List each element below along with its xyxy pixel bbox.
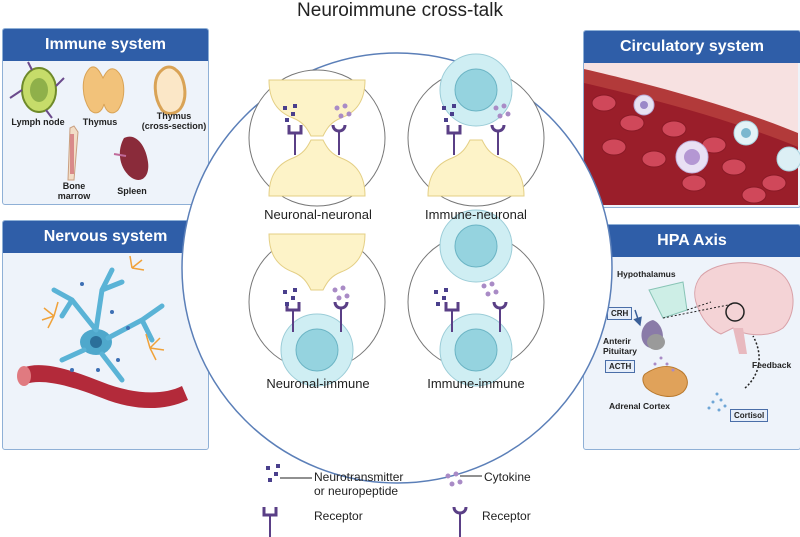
cortisol-label: Cortisol: [730, 409, 769, 422]
spleen-icon: [113, 136, 149, 181]
label-neuronal-neuronal: Neuronal-neuronal: [264, 207, 372, 222]
lymph-node-label: Lymph node: [11, 117, 65, 127]
bone-marrow-label: Bone marrow: [57, 181, 91, 201]
hpa-axis-illustration: [633, 262, 794, 412]
immune-organs-illustration: [9, 61, 187, 181]
nervous-system-header: Nervous system: [3, 221, 208, 253]
adrenal-cortex-label: Adrenal Cortex: [609, 401, 670, 411]
hypothalamus-label: Hypothalamus: [617, 269, 676, 279]
quadrant-neuronal-immune: [248, 233, 386, 387]
nervous-system-illustration: [17, 255, 188, 409]
circulatory-system-header: Circulatory system: [584, 31, 800, 63]
label-immune-neuronal: Immune-neuronal: [425, 207, 527, 222]
immune-system-panel: Immune system: [2, 28, 209, 205]
bone-marrow-icon: [67, 125, 79, 181]
neuron-icon: [51, 267, 165, 383]
page-title: Neuroimmune cross-talk: [297, 0, 503, 21]
legend-neurotransmitter-icon: [266, 464, 280, 482]
thymus-cross-section-icon: [153, 65, 187, 115]
blood-vessel-icon: [17, 365, 188, 409]
crh-label: CRH: [607, 307, 633, 320]
thymus-label: Thymus: [82, 117, 118, 127]
quadrant-immune-neuronal: [407, 53, 545, 207]
pituitary-icon: [641, 320, 665, 350]
glia-icon: [41, 255, 165, 361]
label-immune-immune: Immune-immune: [427, 376, 525, 391]
blood-vessel-illustration: [584, 63, 800, 205]
quadrant-neuronal-neuronal: [248, 69, 386, 207]
spleen-label: Spleen: [117, 186, 147, 196]
thymus-cross-section-label: Thymus (cross-section): [141, 111, 207, 131]
legend-neurotransmitter-label: Neurotransmitter or neuropeptide: [314, 470, 404, 498]
label-neuronal-immune: Neuronal-immune: [266, 376, 370, 391]
thymus-icon: [82, 66, 125, 114]
legend-receptor-v-label: Receptor: [482, 509, 531, 523]
immune-system-header: Immune system: [3, 29, 208, 61]
legend-receptor-icon: [262, 505, 278, 537]
quadrant-immune-immune: [407, 209, 545, 387]
hpa-axis-header: HPA Axis: [584, 225, 800, 257]
adrenal-cortex-icon: [642, 366, 688, 397]
legend-receptor-v-icon: [452, 505, 468, 537]
acth-label: ACTH: [605, 360, 636, 373]
white-blood-cells: [633, 94, 800, 174]
feedback-label: Feedback: [752, 360, 792, 370]
legend-cytokine-label: Cytokine: [484, 470, 531, 484]
brain-icon: [694, 262, 794, 354]
anterior-pituitary-label: Anterir Pituitary: [603, 336, 638, 356]
legend-receptor-label: Receptor: [314, 509, 363, 523]
main-circle: [181, 52, 613, 484]
lymph-node-icon: [9, 61, 65, 119]
